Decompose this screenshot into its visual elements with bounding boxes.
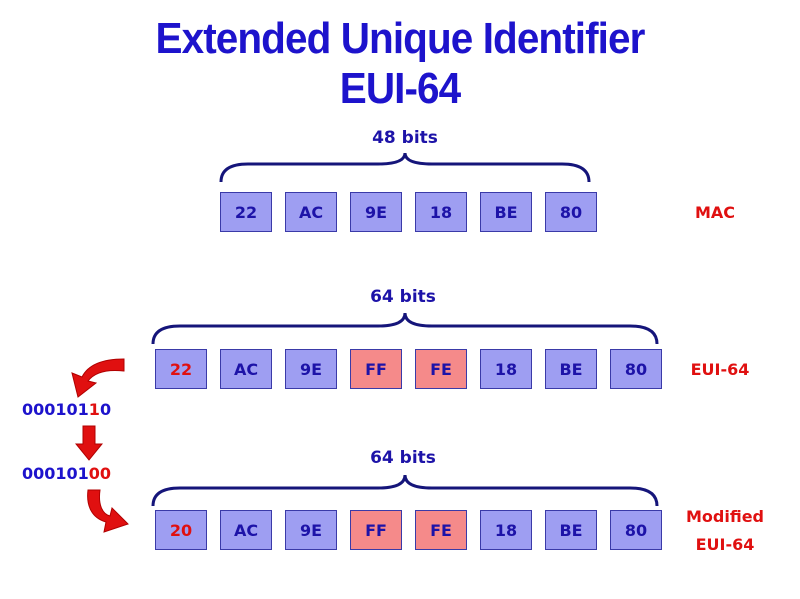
binary-before: 00010110: [22, 400, 111, 419]
modified-octet-6: 18: [480, 510, 532, 550]
mac-brace: [219, 152, 591, 183]
eui64-octet-4: FF: [350, 349, 402, 389]
curved-arrow-right-icon: [87, 489, 129, 533]
modified-row: 20 AC 9E FF FE 18 BE 80: [155, 510, 662, 550]
binary-after-flipped-bits: 00: [88, 464, 112, 483]
binary-after: 00010100: [22, 464, 111, 483]
modified-octet-8: 80: [610, 510, 662, 550]
eui64-octet-1: 22: [155, 349, 207, 389]
mac-octet-4: 18: [415, 192, 467, 232]
mac-octet-1: 22: [220, 192, 272, 232]
page-title: Extended Unique Identifier: [155, 14, 646, 63]
eui64-bits-label: 64 bits: [370, 287, 436, 307]
mac-label: MAC: [694, 203, 736, 222]
mac-bits-label: 48 bits: [372, 128, 438, 148]
eui64-octet-7: BE: [545, 349, 597, 389]
curved-arrow-left-icon: [71, 358, 125, 398]
mac-row: 22 AC 9E 18 BE 80: [220, 192, 597, 232]
modified-octet-5: FE: [415, 510, 467, 550]
binary-before-suffix: 0: [99, 400, 112, 419]
modified-octet-4: FF: [350, 510, 402, 550]
eui64-octet-2: AC: [220, 349, 272, 389]
eui64-octet-5: FE: [415, 349, 467, 389]
mac-octet-5: BE: [480, 192, 532, 232]
eui64-row: 22 AC 9E FF FE 18 BE 80: [155, 349, 662, 389]
modified-octet-7: BE: [545, 510, 597, 550]
modified-label-line1: Modified: [685, 507, 764, 526]
down-arrow-icon: [75, 425, 103, 461]
modified-label-line2: EUI-64: [695, 535, 755, 554]
modified-octet-2: AC: [220, 510, 272, 550]
mac-octet-6: 80: [545, 192, 597, 232]
eui64-label: EUI-64: [690, 360, 750, 379]
mac-octet-2: AC: [285, 192, 337, 232]
modified-brace: [151, 474, 659, 507]
eui64-brace: [151, 312, 659, 345]
eui64-octet-3: 9E: [285, 349, 337, 389]
eui64-octet-6: 18: [480, 349, 532, 389]
modified-bits-label: 64 bits: [370, 448, 436, 468]
modified-octet-3: 9E: [285, 510, 337, 550]
binary-before-prefix: 000101: [22, 400, 89, 419]
page-subtitle: EUI-64: [339, 64, 461, 113]
eui64-octet-8: 80: [610, 349, 662, 389]
binary-before-flipped-bit: 1: [88, 400, 100, 419]
modified-octet-1: 20: [155, 510, 207, 550]
mac-octet-3: 9E: [350, 192, 402, 232]
binary-after-prefix: 000101: [22, 464, 89, 483]
